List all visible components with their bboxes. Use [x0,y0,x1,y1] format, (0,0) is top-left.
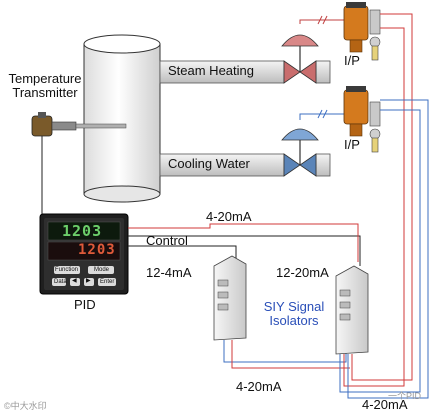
watermark-left: ©中大水印 [4,401,47,411]
temperature-transmitter-label: Temperature Transmitter [8,71,82,101]
current-top-label: 4-20mA [206,209,252,224]
ip-bottom-label: I/P [344,137,360,152]
pid-display-lower: 1203 [78,242,116,258]
pid-function-button[interactable]: Function [55,267,79,273]
pid-label: PID [74,297,96,312]
pid-display-upper: 1203 [62,222,103,240]
ip-converter-bottom [343,86,381,153]
pid-left-button[interactable]: ◀ [72,278,77,284]
ip-converter-top [343,2,381,61]
pneumatic-lines [299,15,344,120]
current-bottom-right-label: 4-20mA [362,397,408,412]
ip-top-label: I/P [344,53,360,68]
control-label: Control [146,233,188,248]
pid-right-button[interactable]: ▶ [86,278,91,284]
steam-heating-label: Steam Heating [168,63,254,78]
current-12-4-label: 12-4mA [146,265,192,280]
watermark-right: 一个PID [388,391,422,401]
steam-valve [281,34,319,84]
current-12-20-label: 12-20mA [276,265,329,280]
pid-mode-button[interactable]: Mode [94,267,110,273]
control-wiring [128,13,429,399]
cooling-valve [281,128,319,177]
tank [83,34,161,203]
signal-isolator-left [213,255,247,341]
current-bottom-left-label: 4-20mA [236,379,282,394]
siy-signal-isolators-label: SIY Signal Isolators [263,299,325,329]
pid-data-button[interactable]: Data [54,279,67,285]
cooling-water-label: Cooling Water [168,156,250,171]
signal-isolator-right [335,265,369,355]
pid-enter-button[interactable]: Enter [100,279,115,285]
pid-controller [39,213,129,295]
